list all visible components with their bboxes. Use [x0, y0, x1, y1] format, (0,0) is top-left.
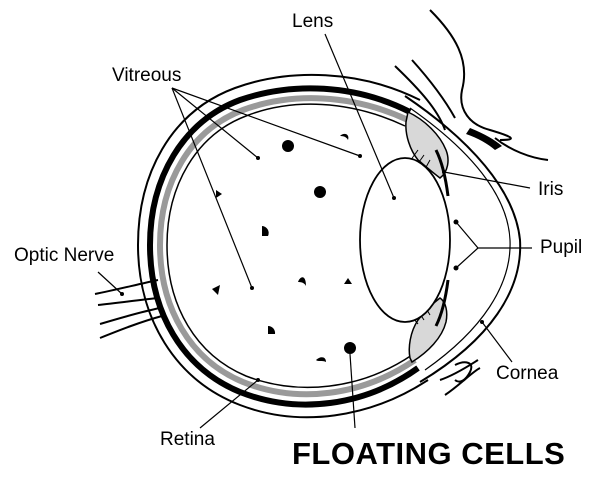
- floating-cell: [298, 277, 306, 286]
- floating-cell: [314, 186, 326, 198]
- leader-dot: [358, 154, 362, 158]
- floating-cell: [212, 285, 220, 295]
- floating-cell: [344, 342, 356, 354]
- floating-cell: [268, 326, 275, 334]
- leader-dot: [250, 286, 254, 290]
- caption-floating-cells: FLOATING CELLS: [292, 438, 565, 469]
- label-optic-nerve: Optic Nerve: [14, 246, 114, 265]
- label-iris: Iris: [538, 180, 563, 199]
- leader-pupil-2: [456, 248, 478, 268]
- label-retina: Retina: [160, 430, 215, 449]
- leader-lens: [325, 34, 394, 198]
- floating-cell: [316, 357, 326, 362]
- floating-cells: [212, 134, 356, 362]
- leader-dot: [256, 378, 260, 382]
- floating-cell: [282, 140, 294, 152]
- leader-cornea: [482, 322, 512, 362]
- leader-iris: [444, 172, 530, 188]
- leader-dot: [120, 292, 124, 296]
- leader-dot: [256, 156, 260, 160]
- leader-dot: [442, 170, 446, 174]
- floating-cell: [216, 190, 222, 198]
- label-cornea: Cornea: [496, 364, 558, 383]
- leader-dot: [480, 320, 484, 324]
- lens-shape: [360, 158, 450, 322]
- floating-cell: [344, 278, 352, 284]
- floating-cell: [340, 134, 348, 140]
- floating-cell: [262, 226, 269, 236]
- label-lens: Lens: [292, 12, 333, 31]
- leader-dot: [392, 196, 396, 200]
- label-vitreous: Vitreous: [112, 66, 181, 85]
- label-pupil: Pupil: [540, 238, 582, 257]
